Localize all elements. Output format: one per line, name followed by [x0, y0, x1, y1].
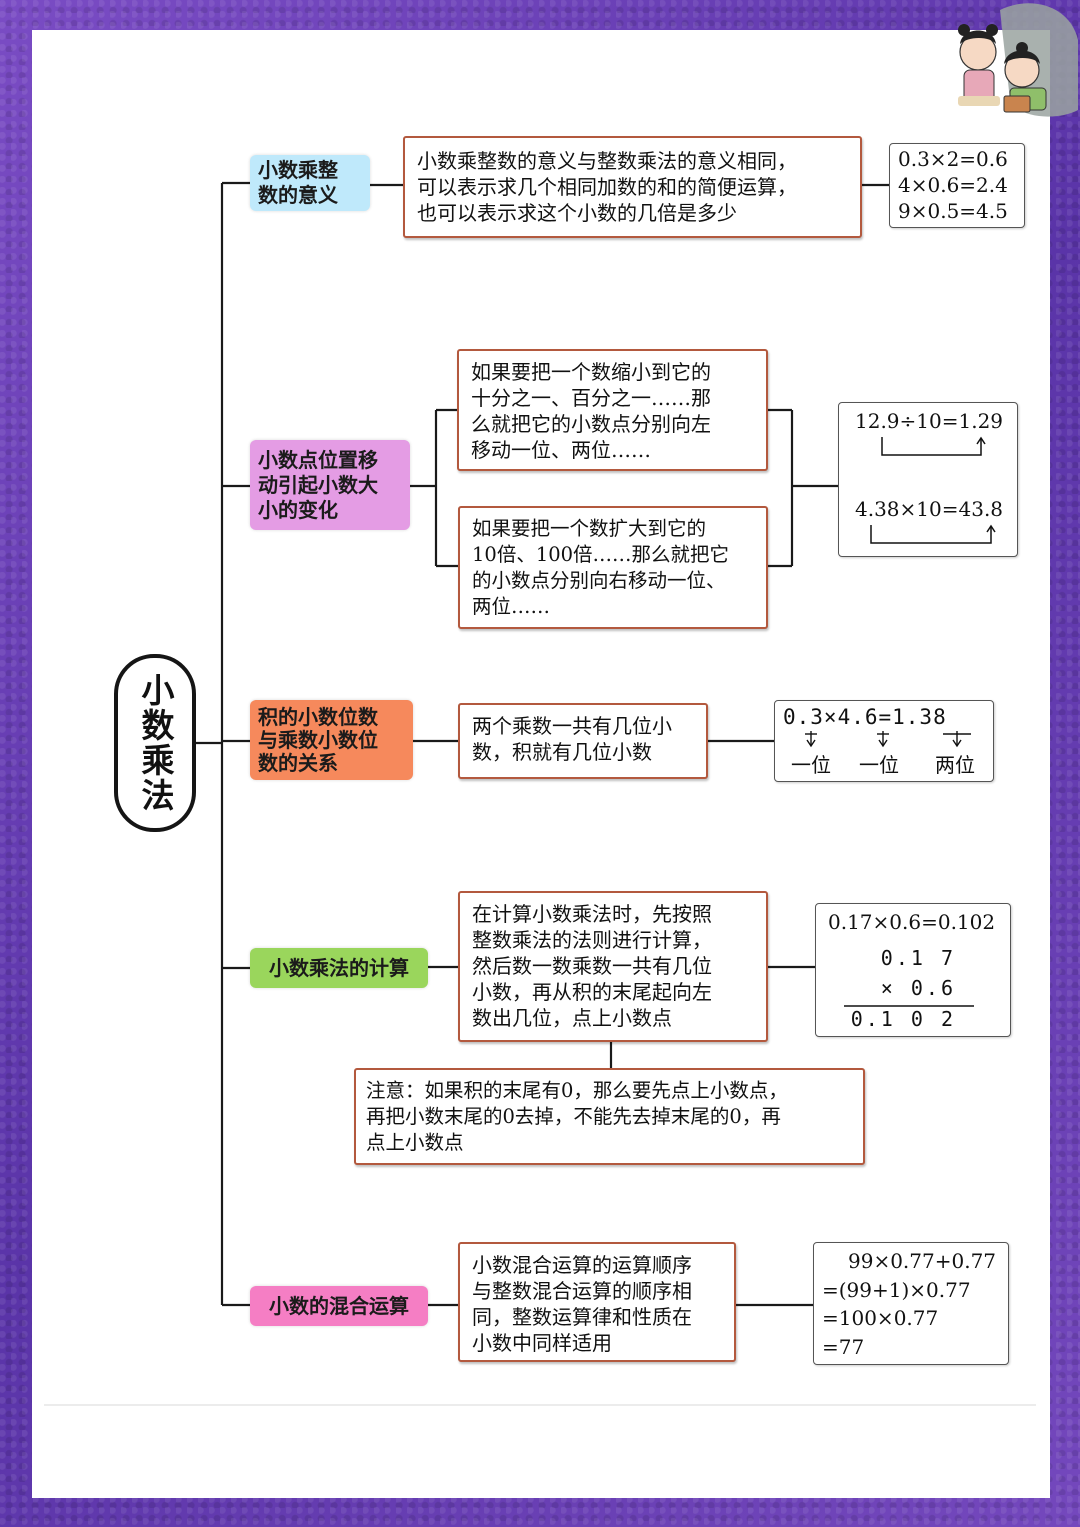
desc-box-shift-right: 如果要把一个数扩大到它的 10倍、100倍……那么就把它 的小数点分别向右移动一…: [458, 506, 768, 629]
example-multiply: 4.38×10=43.8: [855, 497, 1004, 521]
branch-label-calculation: 小数乘法的计算: [250, 948, 428, 988]
note-second-factor: 一位: [859, 753, 899, 777]
reading-kids-illustration: [958, 3, 1078, 117]
root-node: 小数乘法: [114, 654, 196, 832]
shift-bracket-right: [870, 524, 996, 544]
vertical-multiplicand: 0.1 7: [880, 946, 956, 970]
example-calc-equation: 0.17×0.6=0.102: [828, 910, 996, 934]
desc-box-meaning: 小数乘整数的意义与整数乘法的意义相同， 可以表示求几个相同加数的和的简便运算， …: [403, 136, 862, 238]
branch-label-decimal-places: 积的小数位数 与乘数小数位 数的关系: [250, 700, 413, 780]
note-product: 两位: [935, 753, 975, 777]
shift-bracket-left: [881, 436, 986, 456]
vertical-rule: [844, 1005, 974, 1007]
branch-label-mixed-operations: 小数的混合运算: [250, 1286, 428, 1326]
note-box-calculation: 注意：如果积的末尾有0，那么要先点上小数点， 再把小数末尾的0去掉，不能先去掉末…: [354, 1068, 865, 1165]
note-first-factor: 一位: [791, 753, 831, 777]
example-product-equation: 0.3×4.6=1.38: [783, 705, 947, 729]
desc-box-decimal-places: 两个乘数一共有几位小 数，积就有几位小数: [458, 703, 708, 779]
example-divide: 12.9÷10=1.29: [855, 409, 1004, 433]
desc-box-calculation: 在计算小数乘法时，先按照 整数乘法的法则进行计算， 然后数一数乘数一共有几位 小…: [458, 891, 768, 1042]
example-box-point-shift: 12.9÷10=1.29 4.38×10=43.8: [838, 402, 1018, 557]
example-box-decimal-places: 0.3×4.6=1.38 一位 一位 两位: [774, 700, 994, 782]
branch-label-meaning: 小数乘整 数的意义: [250, 155, 370, 211]
branch-label-point-shift: 小数点位置移 动引起小数大 小的变化: [250, 440, 410, 530]
desc-box-shift-left: 如果要把一个数缩小到它的 十分之一、百分之一……那 么就把它的小数点分别向左 移…: [457, 349, 768, 471]
vertical-product: 0.1 0 2: [850, 1007, 956, 1031]
example-box-mixed-operations: 99×0.77+0.77 =(99+1)×0.77 =100×0.77 =77: [813, 1242, 1009, 1365]
root-title: 小数乘法: [136, 673, 175, 813]
example-box-meaning: 0.3×2=0.6 4×0.6=2.4 9×0.5=4.5: [889, 143, 1025, 228]
desc-box-mixed-operations: 小数混合运算的运算顺序 与整数混合运算的顺序相 同，整数运算律和性质在 小数中同…: [458, 1242, 736, 1362]
decimal-arrows: [805, 731, 971, 748]
vertical-multiplier: × 0.6: [880, 976, 956, 1000]
example-box-calculation: 0.17×0.6=0.102 0.1 7 × 0.6 0.1 0 2: [815, 903, 1011, 1037]
